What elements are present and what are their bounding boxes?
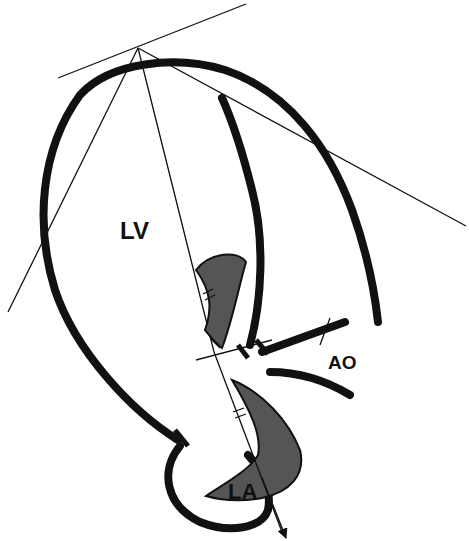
- structure-label: AO: [326, 352, 359, 373]
- structure-label: LV: [118, 218, 151, 244]
- flow-arrow: [262, 478, 286, 538]
- sector-lines: [8, 4, 466, 352]
- heart-wall: [44, 62, 378, 528]
- mitral-leaflet: [196, 254, 301, 500]
- measurement-lines: [196, 289, 330, 532]
- structure-label: LA: [226, 480, 259, 504]
